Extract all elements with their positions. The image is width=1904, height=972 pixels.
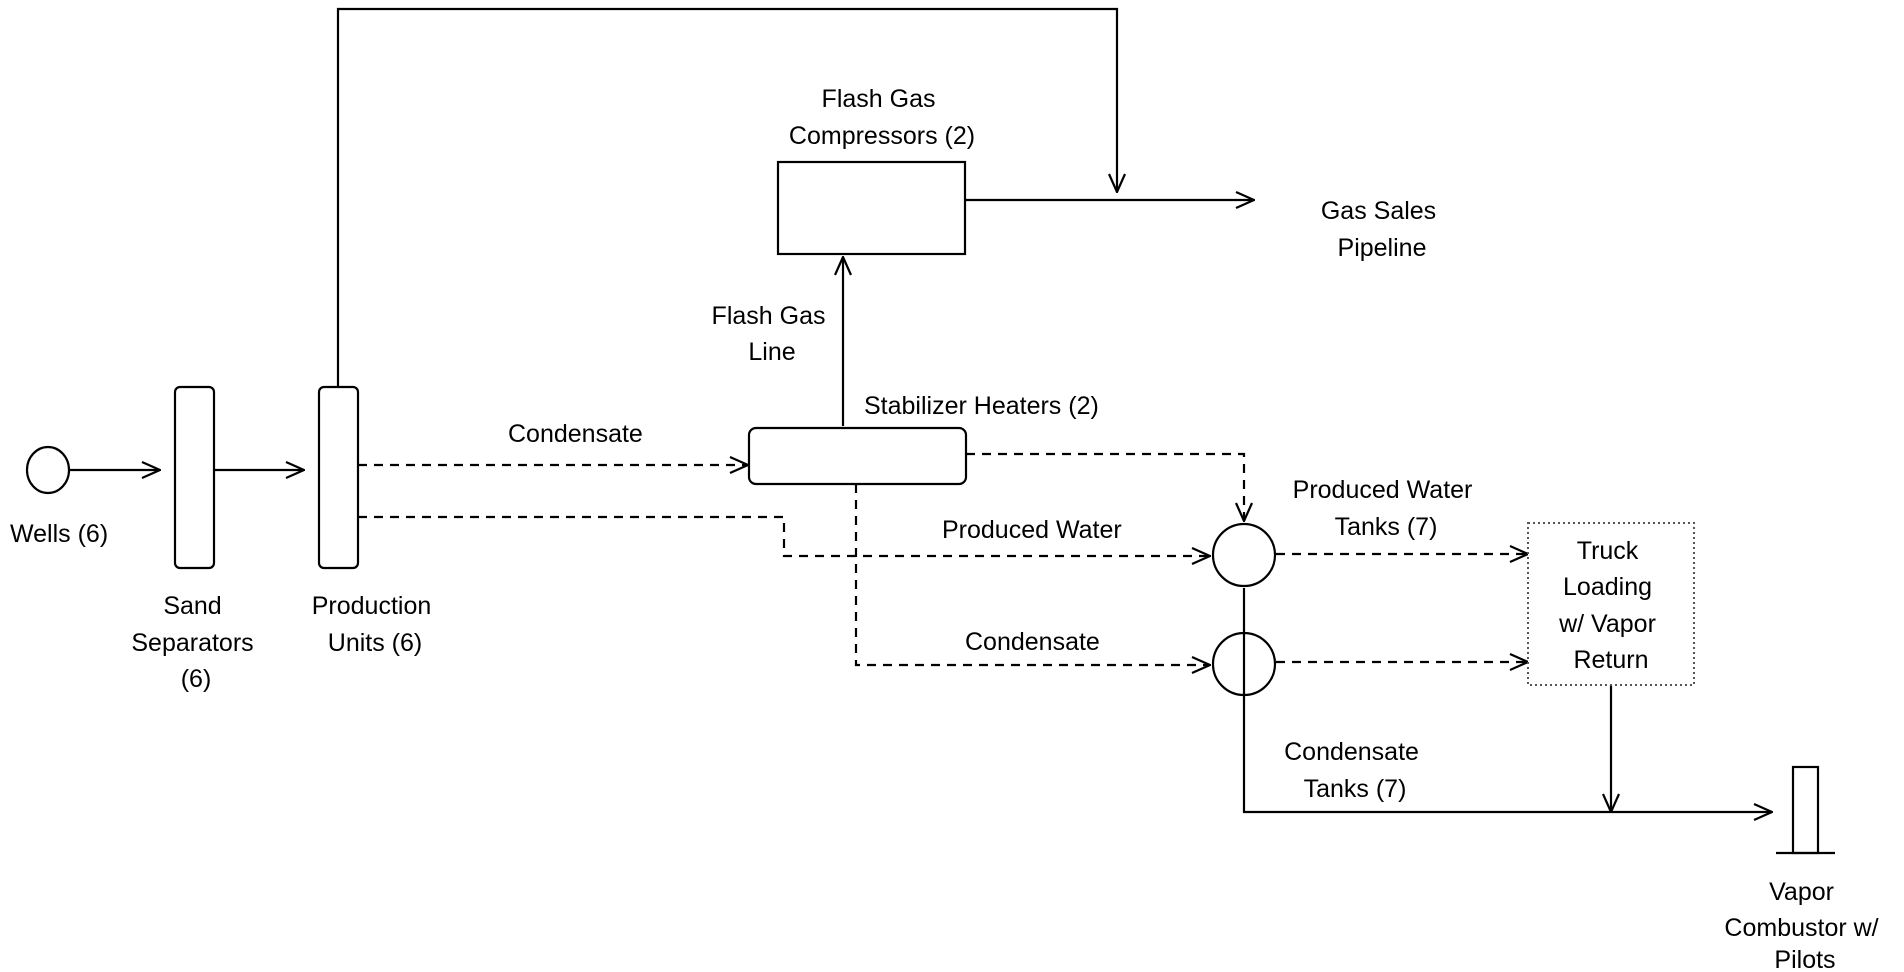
stabilizer-to-condensate-tanks-line bbox=[854, 484, 1210, 665]
condensate-tanks-label: Condensate Tanks (7) bbox=[1284, 738, 1426, 803]
produced-water-line bbox=[358, 515, 1210, 556]
production-units-label: Production Units (6) bbox=[312, 592, 438, 657]
vapor-combustor-label: Vapor Combustor w/ Pilots bbox=[1724, 878, 1885, 972]
produced-water-tanks-label: Produced Water Tanks (7) bbox=[1293, 476, 1480, 541]
production-units-gas-bypass-line bbox=[336, 7, 1117, 387]
truck-loading-node bbox=[1527, 522, 1695, 686]
wells-label: Wells (6) bbox=[10, 520, 108, 548]
condensate-to-stabilizer-label: Condensate bbox=[508, 420, 643, 448]
gas-sales-pipeline-label: Gas Sales Pipeline bbox=[1321, 197, 1443, 262]
produced-water-tanks-node bbox=[1211, 522, 1277, 588]
sand-separators-node bbox=[173, 385, 216, 570]
production-units-node bbox=[317, 385, 360, 570]
stabilizer-heaters-label: Stabilizer Heaters (2) bbox=[864, 392, 1099, 420]
wells-node bbox=[25, 445, 71, 495]
flash-gas-compressors-label: Flash Gas Compressors (2) bbox=[789, 85, 975, 150]
flash-gas-compressors-node bbox=[776, 160, 967, 256]
truck-loading-label: Truck Loading w/ Vapor Return bbox=[1558, 537, 1663, 674]
dashed-flow-lines bbox=[358, 452, 1528, 665]
stabilizer-to-water-tanks-line bbox=[966, 452, 1244, 521]
condensate-to-tanks-label: Condensate bbox=[965, 628, 1100, 656]
stabilizer-heaters-node bbox=[747, 426, 968, 486]
flash-gas-line-label: Flash Gas Line bbox=[712, 302, 833, 366]
produced-water-label: Produced Water bbox=[942, 516, 1122, 544]
vapor-combustor-node bbox=[1776, 765, 1835, 855]
sand-separators-label: Sand Separators (6) bbox=[131, 592, 260, 693]
